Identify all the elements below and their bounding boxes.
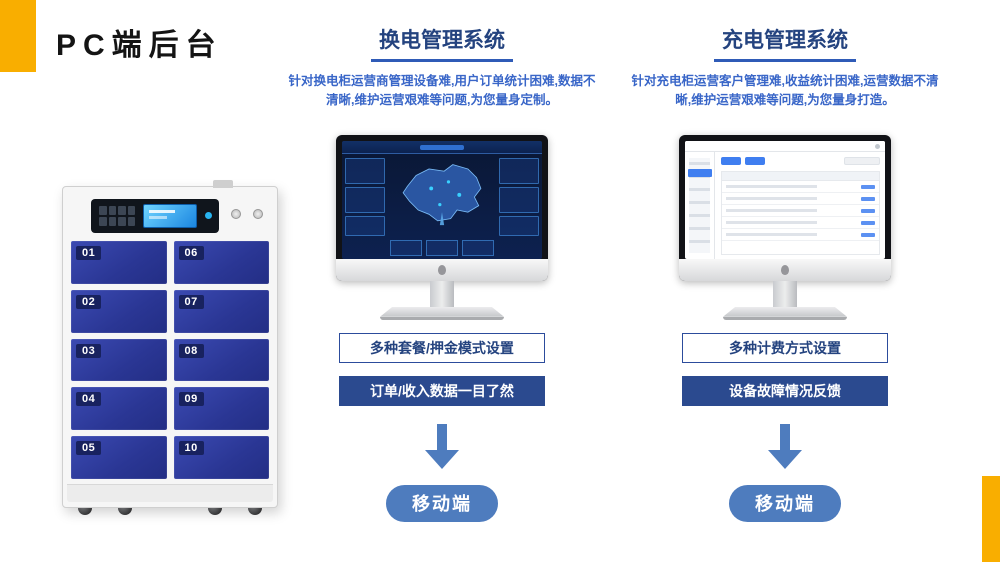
dashboard-bottom-charts xyxy=(390,239,494,256)
feature-box: 多种计费方式设置 xyxy=(682,332,888,363)
door: 10 xyxy=(173,436,269,479)
status-led xyxy=(205,212,212,219)
admin-table xyxy=(721,170,880,255)
mobile-pill: 移动端 xyxy=(729,484,841,522)
down-arrow-icon xyxy=(425,423,459,470)
admin-table-row xyxy=(722,181,879,193)
door: 02 xyxy=(71,289,167,333)
admin-search-box xyxy=(844,156,880,165)
monitor-stand-base xyxy=(380,306,504,317)
section-description: 针对换电柜运营商管理设备难,用户订单统计困难,数据不清晰,维护运营艰难等问题,为… xyxy=(288,74,596,108)
door: 04 xyxy=(71,387,167,431)
section-description: 针对充电柜运营客户管理难,收益统计困难,运营数据不清晰,维护运营艰难等问题,为您… xyxy=(631,74,939,108)
corner-accent-bottom-right xyxy=(982,476,1000,562)
cabinet-base xyxy=(67,484,273,502)
door-number: 08 xyxy=(178,343,204,358)
admin-table-row xyxy=(722,193,879,205)
door-number: 05 xyxy=(76,441,102,456)
cabinet-control-panel xyxy=(91,199,219,233)
dashboard-panel xyxy=(499,186,539,213)
apple-logo-icon xyxy=(781,264,789,275)
monitor-stand-base-edge xyxy=(723,316,847,320)
monitor-stand-neck xyxy=(773,280,797,307)
cabinet-lcd-screen xyxy=(143,204,197,228)
admin-sidebar xyxy=(685,151,715,259)
dashboard-panel xyxy=(345,157,385,184)
dashboard-panel xyxy=(345,186,385,213)
section-header: 换电管理系统 xyxy=(371,24,513,62)
feature-box: 多种套餐/押金模式设置 xyxy=(339,332,545,363)
dashboard-panel xyxy=(499,215,539,236)
monitor-bezel xyxy=(679,134,891,281)
monitor-stand-base xyxy=(723,306,847,317)
keyhole-lock xyxy=(253,209,263,219)
monitor-stand-base-edge xyxy=(380,316,504,320)
corner-accent-top-left xyxy=(0,0,36,72)
section-header: 充电管理系统 xyxy=(714,24,856,62)
charging-system-column: 充电管理系统 针对充电柜运营客户管理难,收益统计困难,运营数据不清晰,维护运营艰… xyxy=(630,24,940,522)
monitor-chin xyxy=(679,258,891,281)
door-number: 06 xyxy=(178,246,204,260)
door-number: 10 xyxy=(178,441,204,456)
admin-table-header xyxy=(722,171,879,181)
down-arrow-icon xyxy=(768,423,802,470)
battery-swap-system-column: 换电管理系统 针对换电柜运营商管理设备难,用户订单统计困难,数据不清晰,维护运营… xyxy=(287,24,597,522)
monitor-bezel xyxy=(336,134,548,281)
door: 06 xyxy=(173,241,269,284)
door: 03 xyxy=(71,338,167,382)
door-column-left: 01 02 03 04 05 xyxy=(71,241,167,479)
admin-screen xyxy=(685,140,885,259)
dashboard-header-bar xyxy=(342,140,542,154)
admin-sidebar-active-item xyxy=(688,168,712,177)
mobile-pill: 移动端 xyxy=(386,484,498,522)
monitor-stand-neck xyxy=(430,280,454,307)
cabinet-doors: 01 02 03 04 05 06 07 08 09 10 xyxy=(71,241,269,479)
door-number: 07 xyxy=(178,294,204,309)
door: 05 xyxy=(71,436,167,479)
cabinet-vent xyxy=(213,180,233,188)
door: 07 xyxy=(173,289,269,333)
monitor xyxy=(679,134,891,320)
feature-box: 设备故障情况反馈 xyxy=(682,375,888,406)
door-number: 01 xyxy=(76,246,102,260)
admin-table-row xyxy=(722,217,879,229)
apple-logo-icon xyxy=(438,264,446,275)
door-column-right: 06 07 08 09 10 xyxy=(173,241,269,479)
keyhole-lock xyxy=(231,209,241,219)
door-number: 03 xyxy=(76,343,102,358)
dashboard-panel xyxy=(499,157,539,184)
admin-topbar xyxy=(685,140,885,152)
monitor-chin xyxy=(336,258,548,281)
keypad-buttons xyxy=(99,206,135,226)
cabinet-frame: 01 02 03 04 05 06 07 08 09 10 xyxy=(62,180,278,508)
dashboard-screen xyxy=(342,140,542,259)
door: 09 xyxy=(173,387,269,431)
feature-box: 订单/收入数据一目了然 xyxy=(339,375,545,406)
dashboard-panel xyxy=(345,215,385,236)
admin-button xyxy=(745,156,765,165)
battery-cabinet-image: 01 02 03 04 05 06 07 08 09 10 xyxy=(62,180,278,515)
page-title: PC端后台 xyxy=(56,29,223,62)
door: 01 xyxy=(71,241,167,284)
china-map-graphic xyxy=(402,163,482,225)
admin-button xyxy=(721,156,741,165)
admin-table-row xyxy=(722,229,879,241)
monitor xyxy=(336,134,548,320)
door-number: 02 xyxy=(76,294,102,309)
door-number: 09 xyxy=(178,392,204,407)
door: 08 xyxy=(173,338,269,382)
door-number: 04 xyxy=(76,392,102,407)
admin-table-row xyxy=(722,205,879,217)
